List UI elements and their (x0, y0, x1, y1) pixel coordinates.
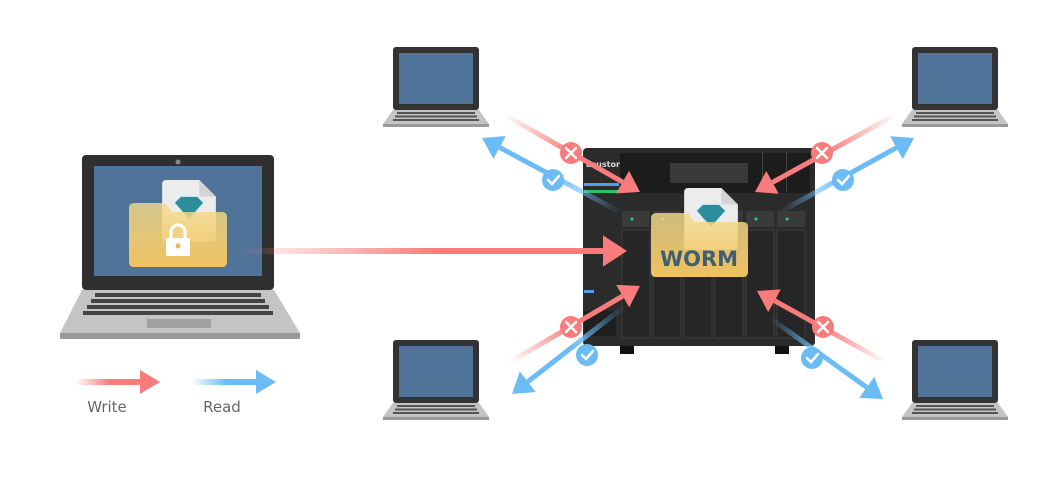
arrow-icon (755, 170, 779, 194)
legend: Write Read (75, 370, 276, 416)
check-icon (801, 347, 823, 369)
cross-icon (811, 142, 833, 164)
arrow-icon (757, 289, 781, 313)
arrow-icon (859, 376, 883, 399)
legend-read-label: Read (203, 398, 241, 416)
arrow-icon (616, 170, 640, 194)
check-icon (832, 169, 854, 191)
client-laptop (60, 155, 300, 339)
write-arrow-main (235, 235, 627, 267)
worm-label: WORM (660, 247, 738, 271)
arrow-icon (890, 136, 914, 160)
laptop-top-left (383, 47, 489, 127)
check-icon (542, 169, 564, 191)
legend-write-label: Write (87, 398, 127, 416)
drive-bay (745, 229, 775, 339)
cross-icon (560, 316, 582, 338)
read-arrow-icon (256, 370, 276, 394)
laptop-bottom-right (902, 340, 1008, 420)
worm-folder-icon (651, 213, 748, 277)
drive-bay (621, 229, 651, 339)
drive-bay-led (777, 211, 805, 227)
arrow-icon (603, 235, 627, 267)
cross-icon (560, 142, 582, 164)
drive-bay-led (746, 211, 774, 227)
arrow-icon (512, 371, 536, 394)
arrow-icon (482, 135, 506, 159)
drive-bay-led (622, 211, 650, 227)
laptop-bottom-left (383, 340, 489, 420)
arrow-icon (616, 284, 640, 308)
write-arrow-top-right (755, 112, 897, 194)
drive-bay (776, 229, 806, 339)
write-arrow-icon (140, 370, 160, 394)
cross-icon (812, 316, 834, 338)
read-arrow-bottom-left (512, 304, 627, 394)
check-icon (576, 344, 598, 366)
brand-logo: asustor (586, 160, 620, 169)
folder-lock-icon (129, 203, 227, 267)
laptop-top-right (902, 47, 1008, 127)
